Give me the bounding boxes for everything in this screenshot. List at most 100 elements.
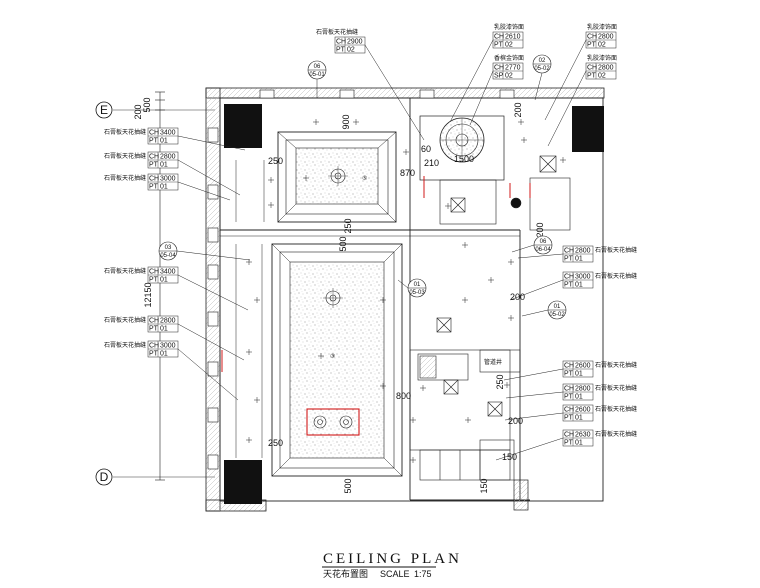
top-label-emulsion-2: 乳胶漆饰面	[587, 23, 617, 31]
left-tag-v2-3: 01	[160, 277, 168, 284]
right-tag-ch-5: CH	[564, 432, 574, 439]
right-tag-pt-2: PT	[564, 371, 574, 378]
section-leaders	[176, 72, 549, 317]
left-tag-v2-4: 01	[160, 326, 168, 333]
room-mark-3: ③	[330, 353, 335, 360]
right-tag-v1-4: 2600	[575, 407, 591, 414]
right-tag-pt-5: PT	[564, 440, 574, 447]
right-tag-label-1: 石膏板天花抽缝	[595, 272, 637, 280]
left-tag-ch-2: CH	[149, 176, 159, 183]
left-tag-ch-0: CH	[149, 130, 159, 137]
right-tag-label-5: 石膏板天花抽缝	[595, 430, 637, 438]
dim-200-right-top: 200	[513, 102, 523, 117]
round-feature	[419, 115, 505, 181]
left-tag-pt-0: PT	[149, 138, 159, 145]
left-tag-pt-4: PT	[149, 326, 159, 333]
dim-250-mid: 250	[343, 218, 353, 233]
left-tag-label-0: 石膏板天花抽缝	[104, 128, 146, 136]
section-6-ref: 05-02	[549, 312, 565, 318]
right-tag-ch-1: CH	[564, 274, 574, 281]
tag4-v1: 2770	[505, 65, 521, 72]
tag2-pt: PT	[494, 42, 504, 49]
left-tag-ch-4: CH	[149, 318, 159, 325]
dim-500-top: 500	[142, 97, 152, 112]
tag5-v1: 2800	[598, 65, 614, 72]
left-tag-v2-5: 01	[160, 351, 168, 358]
tag2-ch: CH	[494, 34, 504, 41]
left-tag-leader-2	[177, 181, 231, 201]
section-5-num: 01	[414, 282, 421, 288]
tag3-ch: CH	[587, 34, 597, 41]
right-tag-ch-0: CH	[564, 248, 574, 255]
tag3-pt: PT	[587, 42, 597, 49]
left-tag-ch-3: CH	[149, 269, 159, 276]
dim-60: 60	[421, 144, 431, 154]
grid-bubble-e	[95, 101, 113, 119]
right-tag-v2-5: 01	[575, 440, 583, 447]
dim-12150: 12150	[143, 282, 153, 307]
left-tag-v1-5: 3000	[160, 343, 176, 350]
tag2-v1: 2610	[505, 34, 521, 41]
grid-axes: E D	[95, 101, 215, 486]
right-tag-v1-5: 2630	[575, 432, 591, 439]
section-4-num: 06	[540, 239, 547, 245]
dim-210: 210	[424, 158, 439, 168]
dim-200-right: 200	[535, 222, 545, 237]
title-block: CEILING PLAN 天花布置图 SCALE 1:75	[322, 551, 462, 579]
left-tag-v1-4: 2800	[160, 318, 176, 325]
top-label-gypsum: 石膏板天花抽缝	[316, 28, 358, 36]
top-label-emulsion-1: 乳胶漆饰面	[494, 23, 524, 31]
right-tag-ch-2: CH	[564, 363, 574, 370]
section-markers	[158, 54, 567, 320]
left-tag-leader-3	[177, 274, 249, 311]
room-mark-5: ⑤	[362, 175, 367, 182]
tag1-v2: 02	[347, 47, 355, 54]
left-tag-v1-3: 3400	[160, 269, 176, 276]
left-tag-ch-1: CH	[149, 154, 159, 161]
left-tag-label-4: 石膏板天花抽缝	[104, 316, 146, 324]
right-tag-leader-2	[503, 368, 564, 381]
left-tag-label-5: 石膏板天花抽缝	[104, 341, 146, 349]
plan-title: CEILING PLAN	[323, 551, 462, 567]
right-tag-v2-3: 01	[575, 394, 583, 401]
right-tag-pt-0: PT	[564, 256, 574, 263]
dim-900: 900	[341, 114, 351, 129]
scale-label: SCALE	[380, 569, 410, 579]
tag3-v2: 02	[598, 42, 606, 49]
tag1-v1: 2900	[347, 39, 363, 46]
tag5-ch: CH	[587, 65, 597, 72]
left-tag-pt-2: PT	[149, 184, 159, 191]
right-tag-label-0: 石膏板天花抽缝	[595, 246, 637, 254]
right-tag-v2-4: 01	[575, 415, 583, 422]
left-tag-v1-1: 2800	[160, 154, 176, 161]
tag1-ch: CH	[336, 39, 346, 46]
structural-columns	[224, 104, 604, 504]
section-6-num: 01	[554, 304, 561, 310]
section-3-ref: 05-04	[160, 253, 176, 259]
section-4-ref: 06-04	[535, 247, 551, 253]
downlights	[246, 119, 566, 463]
dim-200-lower: 200	[508, 416, 523, 426]
section-1-ref: 05-01	[309, 72, 325, 78]
tag4-sp: SP	[494, 73, 504, 80]
dim-250-shaft: 250	[495, 374, 505, 389]
top-label-emulsion-3: 乳胶漆饰面	[587, 54, 617, 62]
section-1-num: 06	[314, 64, 321, 70]
left-tag-v2-1: 01	[160, 162, 168, 169]
dim-800: 800	[396, 391, 411, 401]
section-5-ref: 05-03	[409, 290, 425, 296]
scale-value: 1:75	[414, 569, 432, 579]
tag5-pt: PT	[587, 73, 597, 80]
section-3-num: 03	[165, 245, 172, 251]
right-tag-label-2: 石膏板天花抽缝	[595, 361, 637, 369]
left-tag-v2-2: 01	[160, 184, 168, 191]
right-tag-leader-4	[504, 412, 564, 421]
right-tag-pt-4: PT	[564, 415, 574, 422]
left-tag-ch-5: CH	[149, 343, 159, 350]
top-label-metal: 香槟金饰面	[494, 54, 524, 62]
dim-150: 150	[502, 452, 517, 462]
right-tag-pt-1: PT	[564, 282, 574, 289]
